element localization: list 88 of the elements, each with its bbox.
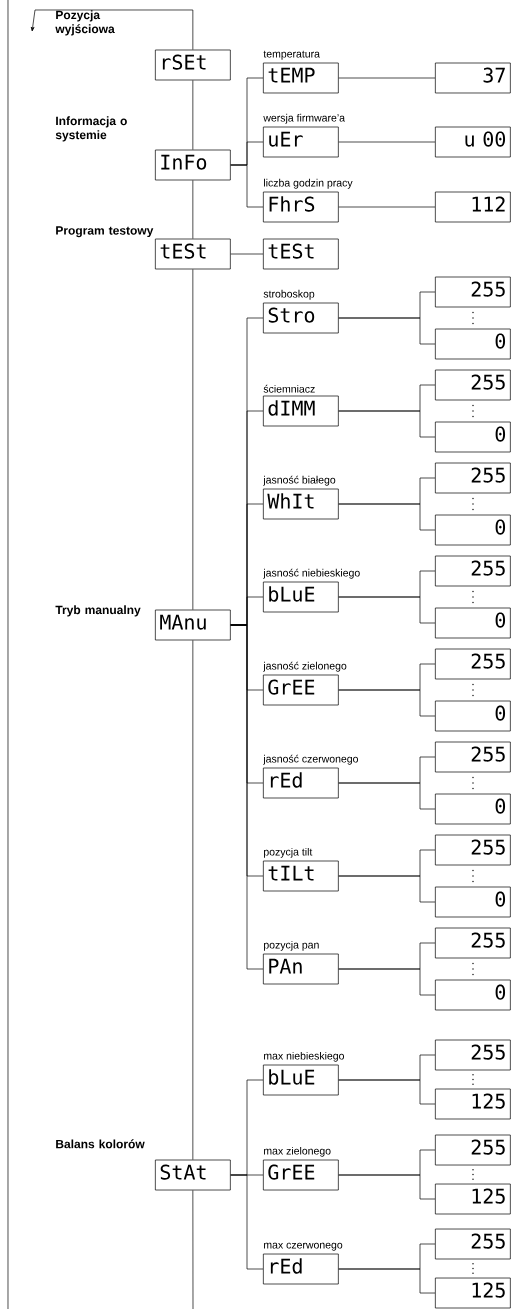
display-box: 255 — [435, 648, 511, 680]
item-label: jasność niebieskiego — [263, 568, 360, 579]
connector-line — [230, 164, 264, 208]
display-box: 0 — [435, 328, 511, 360]
display-box: rSEt — [155, 49, 231, 81]
display-box: 0 — [435, 886, 511, 918]
connector-line — [338, 875, 436, 903]
display-box: bLuE — [263, 581, 339, 613]
connector-line — [192, 269, 194, 610]
display-box: 0 — [435, 979, 511, 1011]
display-box: 0 — [435, 700, 511, 732]
menu-heading: Informacja o systemie — [55, 116, 127, 142]
connector-line — [338, 689, 436, 717]
display-box: 0 — [435, 793, 511, 825]
display-box: StAt — [155, 1159, 231, 1191]
display-box: WhIt — [263, 488, 339, 520]
display-box: 125 — [435, 1183, 511, 1215]
display-box: 37 — [435, 62, 511, 94]
display-box: 112 — [435, 191, 511, 223]
connector-line — [338, 141, 436, 143]
connector-line — [338, 782, 436, 810]
connector-line — [338, 1174, 436, 1200]
display-box: tILt — [263, 860, 339, 892]
display-box: rEd — [263, 1253, 339, 1285]
display-box: rEd — [263, 767, 339, 799]
display-box: 0 — [435, 421, 511, 453]
connector-line — [338, 968, 436, 996]
connector-line — [192, 640, 194, 1160]
menu-heading: Program testowy — [56, 226, 154, 238]
loop-arrow — [30, 9, 194, 50]
display-box: 255 — [435, 369, 511, 401]
connector-line — [192, 80, 194, 150]
display-box: uEr — [263, 126, 339, 158]
item-label: jasność czerwonego — [263, 754, 358, 765]
item-label: pozycja tilt — [264, 847, 313, 858]
display-box: 255 — [435, 462, 511, 494]
display-box: 0 — [435, 607, 511, 639]
item-label: pozycja pan — [264, 940, 319, 951]
display-box: MAnu — [155, 609, 231, 641]
connector-line — [338, 596, 436, 624]
item-label: jasność białego — [263, 475, 336, 486]
connector-line — [338, 317, 436, 345]
connector-line — [192, 180, 194, 239]
display-box: 0 — [435, 514, 511, 546]
connector-line — [338, 1268, 436, 1294]
connector-line — [230, 253, 264, 255]
connector-line — [338, 77, 436, 79]
connector-line — [338, 1079, 436, 1105]
menu-heading: Tryb manualny — [55, 605, 141, 617]
display-box: 125 — [435, 1088, 511, 1120]
connector-line — [230, 1174, 264, 1270]
connector-line — [338, 206, 436, 208]
display-box: tEMP — [263, 62, 339, 94]
connector-line — [192, 1190, 194, 1309]
item-label: ściemniacz — [263, 384, 315, 393]
item-label: liczba godzin pracy — [264, 178, 353, 189]
display-box: 255 — [435, 555, 511, 587]
display-box: PAn — [263, 953, 339, 985]
connector-line — [338, 410, 436, 438]
display-box: 255 — [435, 276, 511, 308]
menu-heading: Pozycja wyjściowa — [55, 10, 115, 36]
display-box: 255 — [435, 741, 511, 773]
display-box: dIMM — [263, 395, 339, 427]
display-box: Stro — [263, 302, 339, 334]
display-box: 255 — [435, 1228, 511, 1260]
item-label: max zielonego — [264, 1146, 331, 1157]
item-label: temperatura — [263, 50, 320, 60]
connector-line — [230, 624, 264, 970]
item-label: max niebieskiego — [264, 1051, 344, 1062]
display-box: FhrS — [263, 191, 339, 223]
display-box: 255 — [435, 1134, 511, 1166]
connector-line — [338, 503, 436, 531]
display-box: GrEE — [263, 1159, 339, 1191]
display-box: 255 — [435, 1039, 511, 1071]
item-label: max czerwonego — [264, 1242, 343, 1251]
item-label: wersja firmware’a — [263, 113, 345, 124]
item-label: jasność zielonego — [263, 661, 347, 672]
display-box: bLuE — [263, 1064, 339, 1096]
item-label: stroboskop — [263, 289, 315, 300]
display-box: tESt — [263, 238, 339, 270]
display-box: 125 — [435, 1277, 511, 1309]
display-box: 255 — [435, 927, 511, 959]
display-box: tESt — [155, 238, 231, 270]
display-box: InFo — [155, 149, 231, 181]
menu-heading: Balans kolorów — [56, 1139, 145, 1149]
display-box: u 00 — [435, 126, 511, 158]
display-box: GrEE — [263, 674, 339, 706]
display-box: 255 — [435, 834, 511, 866]
